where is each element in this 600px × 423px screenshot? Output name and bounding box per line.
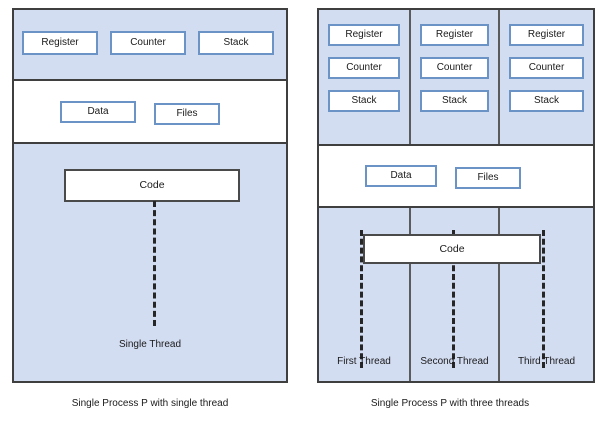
chip-stack: Stack [420,90,489,112]
code-column-second: Second Thread [411,208,500,381]
shared-resources-band: Data Files [319,146,593,208]
chip-register: Register [509,24,584,46]
chip-code: Code [363,234,541,264]
caption-single-thread: Single Process P with single thread [71,398,229,409]
thread-column-first: Register Counter Stack [319,10,411,144]
code-band: First Thread Second Thread Third Thread … [319,208,593,381]
process-box-single: Register Counter Stack Data Files Code S… [12,8,288,383]
chip-data: Data [365,165,437,187]
figure-single-thread: Register Counter Stack Data Files Code S… [12,8,288,409]
chip-register: Register [22,31,98,55]
chip-stack: Stack [198,31,274,55]
chip-stack: Stack [328,90,400,112]
code-band: Code Single Thread [14,144,286,381]
chip-code: Code [64,169,240,202]
chip-counter: Counter [509,57,584,79]
chip-files: Files [154,103,220,125]
chip-register: Register [420,24,489,46]
thread-label-third: Third Thread [517,356,576,367]
chip-counter: Counter [328,57,400,79]
thread-resources-band: Register Counter Stack [14,10,286,81]
code-column-third: Third Thread [500,208,593,381]
thread-resources-band: Register Counter Stack Register Counter … [319,10,593,146]
thread-column-second: Register Counter Stack [411,10,500,144]
thread-label-first: First Thread [337,356,391,367]
code-column-first: First Thread [319,208,411,381]
chip-stack: Stack [509,90,584,112]
thread-label-single: Single Thread [118,339,182,350]
figure-three-threads: Register Counter Stack Register Counter … [300,0,600,423]
shared-resources-band: Data Files [14,81,286,144]
chip-data: Data [60,101,136,123]
thread-column-third: Register Counter Stack [500,10,593,144]
chip-register: Register [328,24,400,46]
chip-counter: Counter [110,31,186,55]
thread-execution-line-second [452,230,455,368]
thread-execution-line-third [542,230,545,368]
thread-label-second: Second Thread [420,356,489,367]
thread-execution-line [153,201,156,326]
chip-counter: Counter [420,57,489,79]
thread-execution-line-first [360,230,363,368]
caption-three-threads: Single Process P with three threads [370,398,530,409]
chip-files: Files [455,167,521,189]
process-box-three: Register Counter Stack Register Counter … [317,8,595,383]
